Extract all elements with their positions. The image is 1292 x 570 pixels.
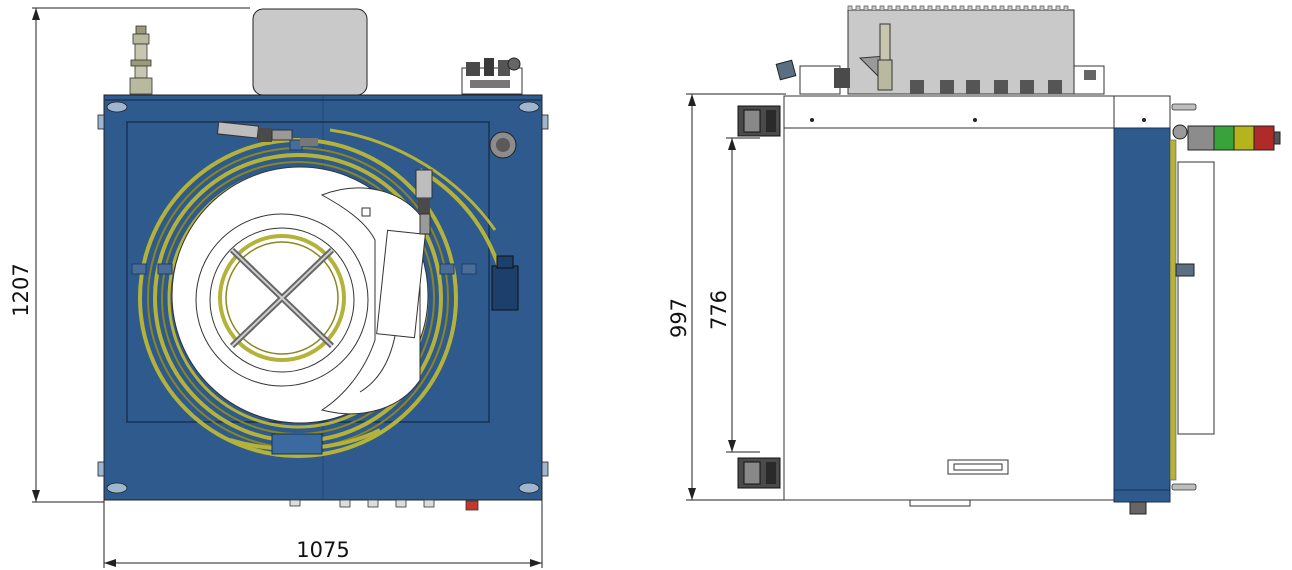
side-blue-panel — [1113, 127, 1171, 501]
bottom-block — [271, 433, 323, 455]
dimension-label-997: 997 — [667, 298, 691, 338]
dimension-height-total: 997 — [667, 93, 786, 501]
side-bottom-rail — [909, 499, 971, 507]
caster-wheel-top — [737, 105, 781, 137]
dimension-label-1207: 1207 — [9, 263, 33, 316]
side-handles — [1171, 103, 1197, 491]
connector-cluster — [461, 57, 523, 95]
qbh-connector-top — [216, 121, 318, 146]
side-handle-slot — [947, 459, 1009, 475]
side-yellow-trim — [1169, 139, 1177, 481]
side-top-connectors — [775, 23, 1105, 95]
dimension-height-top-view: 1207 — [9, 7, 250, 503]
caster-wheel-bottom — [737, 457, 781, 489]
valve-fitting — [129, 25, 153, 95]
side-view: 997 776 — [667, 5, 1281, 515]
bottom-connectors — [289, 499, 479, 511]
side-main-body — [783, 95, 1171, 501]
inner-loop — [218, 234, 346, 362]
signal-beacon — [1172, 124, 1281, 151]
output-module — [359, 229, 426, 393]
side-bottom-connector — [1129, 501, 1147, 515]
side-hinge-plate — [1177, 161, 1215, 435]
top-view: 1207 1075 — [9, 7, 549, 568]
top-housing — [252, 8, 368, 96]
pressure-gauge — [489, 131, 517, 159]
dimension-label-1075: 1075 — [296, 538, 349, 562]
qbh-connector-right — [415, 169, 433, 235]
dimension-height-inner: 776 — [707, 137, 760, 453]
dimension-label-776: 776 — [707, 290, 731, 330]
dimension-width-top-view: 1075 — [103, 500, 543, 568]
side-box — [491, 255, 519, 311]
corner-bolts — [97, 101, 549, 494]
